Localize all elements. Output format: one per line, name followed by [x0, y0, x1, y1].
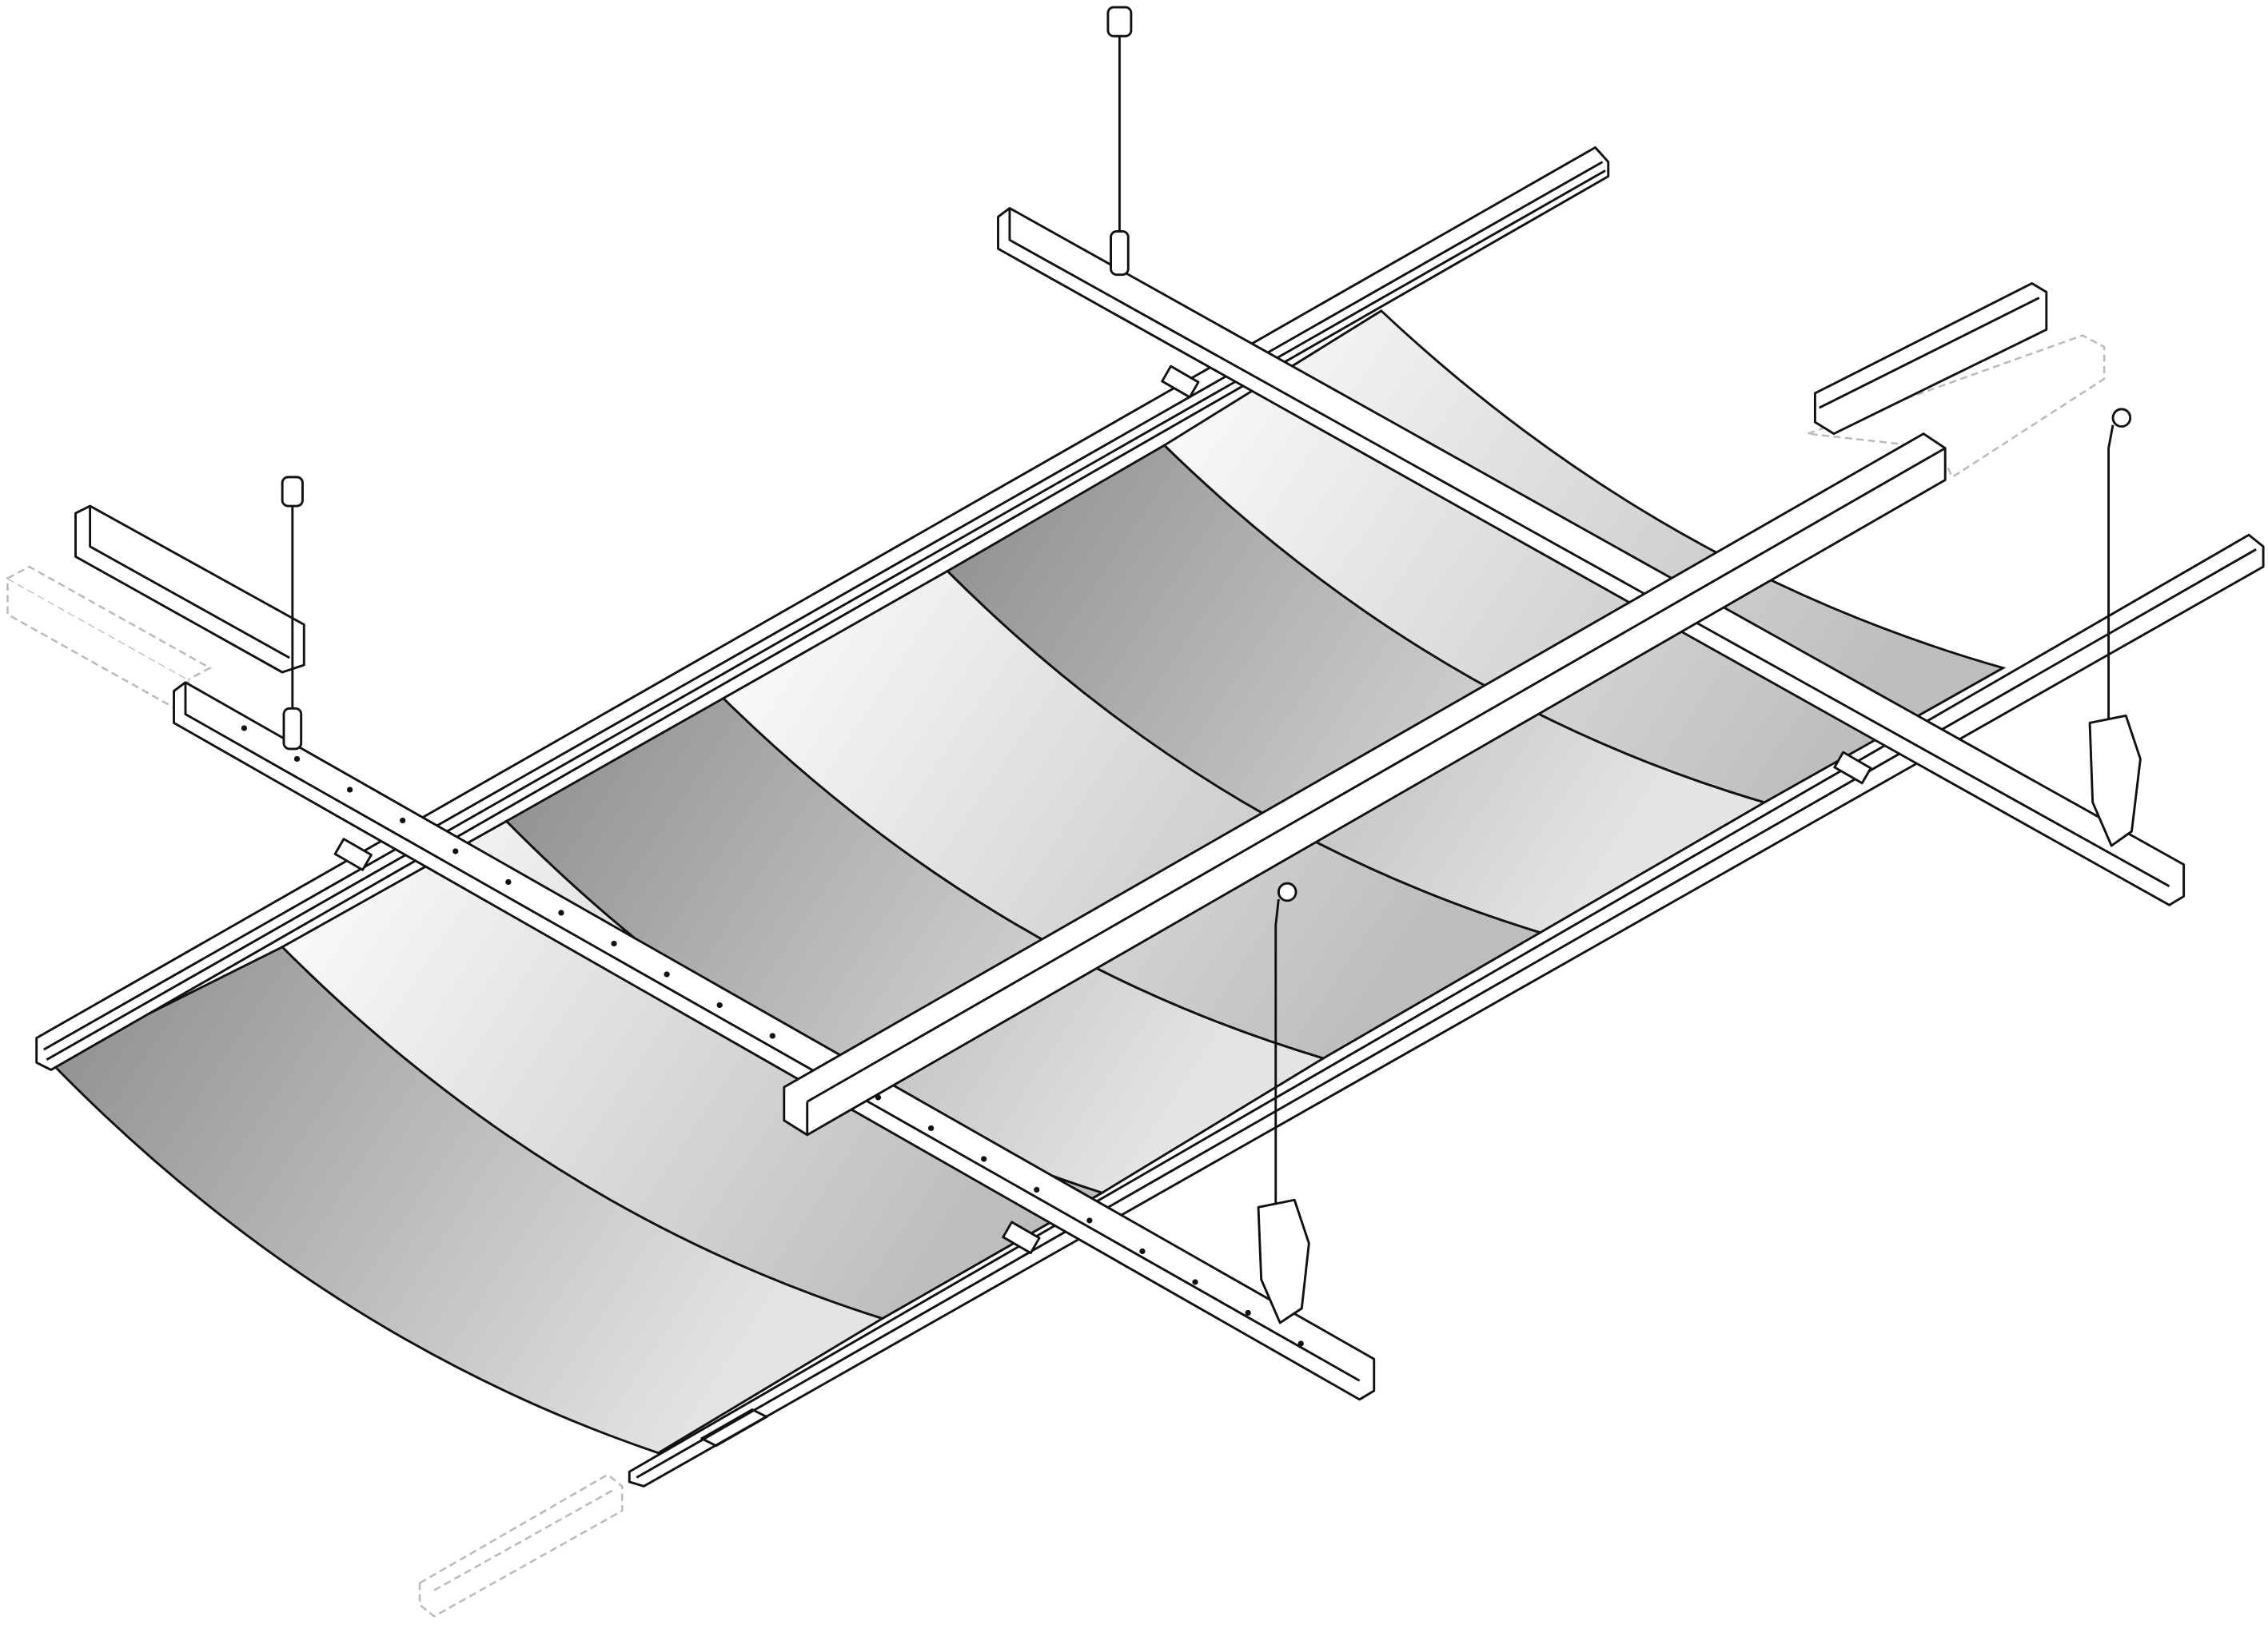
wire-hanger-left: [281, 476, 304, 751]
channel-hole: [716, 1002, 723, 1009]
channel-hole: [293, 755, 301, 763]
wall-angle-left: [74, 504, 305, 674]
channel-hole: [611, 940, 617, 947]
channel-hole: [346, 787, 353, 793]
wire-hanger-top: [1106, 6, 1133, 277]
channel-hole: [1192, 1279, 1198, 1285]
channel-hole: [981, 1156, 987, 1162]
channel-hole: [664, 971, 670, 978]
cross-channel-front: [173, 681, 1376, 1401]
wall-angle-right: [1813, 282, 2048, 436]
channel-hole: [1086, 1217, 1093, 1224]
channel-hole: [505, 878, 512, 886]
ghost-splice-bottom: [418, 1473, 624, 1618]
main-tee: [783, 432, 1947, 1137]
channel-hole: [1034, 1186, 1040, 1193]
rod-hanger-front: [1257, 882, 1310, 1324]
rod-hanger-right: [2088, 408, 2142, 847]
channel-hole: [558, 910, 564, 916]
cross-channel-back: [997, 207, 2186, 906]
channel-hole: [241, 725, 248, 731]
channel-hole: [769, 1033, 775, 1039]
channel-hole: [400, 817, 406, 824]
channel-hole: [452, 848, 459, 854]
hangers: [281, 6, 2142, 1324]
channel-hole: [1297, 1340, 1304, 1347]
channel-hole: [1245, 1309, 1251, 1316]
channel-hole: [1139, 1248, 1146, 1255]
channel-hole: [927, 1125, 935, 1132]
rail-clips: [333, 364, 1872, 1255]
